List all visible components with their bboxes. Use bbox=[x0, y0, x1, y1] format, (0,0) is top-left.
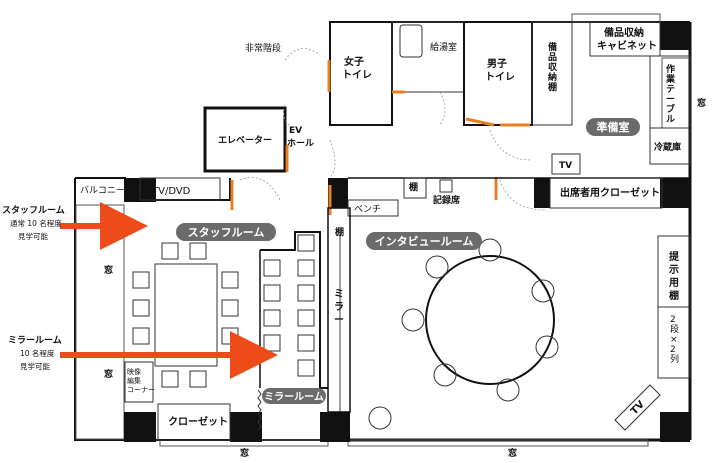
mirror-room-pill: ミラールーム bbox=[262, 388, 326, 404]
svg-text:編集: 編集 bbox=[127, 376, 141, 385]
middle-row bbox=[139, 177, 690, 217]
display-shelf-spec: 2 段 × 2 列 bbox=[670, 315, 679, 365]
interview-table bbox=[368, 235, 691, 431]
svg-text:作: 作 bbox=[666, 63, 675, 75]
cabinet-label-1: 備品収納 bbox=[604, 26, 644, 39]
left-shelf-label: 棚 bbox=[335, 226, 344, 238]
svg-text:備: 備 bbox=[548, 41, 557, 53]
svg-text:映像: 映像 bbox=[127, 367, 141, 376]
women-toilet-label-2: トイレ bbox=[342, 69, 372, 81]
small-shelf-label: 棚 bbox=[409, 181, 418, 193]
svg-text:コーナー: コーナー bbox=[127, 386, 155, 394]
prep-tv-label: TV bbox=[559, 161, 572, 171]
window-left-1-label: 窓 bbox=[104, 264, 113, 276]
window-left-2-label: 窓 bbox=[104, 368, 113, 380]
cabinet-label-2: キャビネット bbox=[597, 39, 657, 52]
guest-closet-label: 出席者用クローゼット bbox=[560, 186, 660, 199]
work-table-label: 作 業 テ ー ブ ル bbox=[665, 63, 676, 125]
closet-label: クローゼット bbox=[168, 415, 228, 428]
mirror-room-label: ミラールーム bbox=[264, 391, 324, 403]
svg-text:納: 納 bbox=[548, 71, 557, 83]
svg-text:収: 収 bbox=[548, 61, 558, 73]
arrows bbox=[60, 202, 278, 379]
tv-dvd-label: TV/DVD bbox=[151, 186, 191, 197]
prep-room-pill: 準備室 bbox=[586, 118, 640, 136]
svg-text:品: 品 bbox=[548, 52, 557, 63]
svg-text:ブ: ブ bbox=[666, 103, 675, 115]
elevator-label: エレベーター bbox=[218, 134, 272, 146]
svg-text:示: 示 bbox=[669, 264, 679, 276]
svg-text:提: 提 bbox=[669, 250, 680, 263]
svg-text:テ: テ bbox=[666, 84, 675, 95]
interview-room-label: インタビュールーム bbox=[375, 234, 474, 248]
staff-room-label: スタッフルーム bbox=[188, 226, 265, 239]
svg-text:ー: ー bbox=[334, 315, 344, 326]
fridge-label: 冷蔵庫 bbox=[654, 141, 681, 153]
building-outline bbox=[74, 13, 692, 447]
staff-note-3: 見学可能 bbox=[18, 231, 48, 241]
window-right-label: 窓 bbox=[697, 97, 706, 109]
storage-shelf-label: 備 品 収 納 棚 bbox=[548, 41, 558, 93]
svg-text:棚: 棚 bbox=[548, 81, 557, 93]
svg-text:用: 用 bbox=[668, 277, 679, 289]
emergency-stairs-label: 非常階段 bbox=[245, 42, 281, 54]
window-bottom-2-label: 窓 bbox=[508, 447, 517, 459]
svg-text:×: × bbox=[670, 335, 678, 345]
men-toilet-label-1: 男子 bbox=[487, 58, 507, 70]
svg-text:ー: ー bbox=[666, 95, 675, 105]
video-corner-label: 映像 編集 コーナー bbox=[127, 367, 155, 394]
svg-text:2: 2 bbox=[670, 315, 676, 325]
labels: 非常階段 女子 トイレ 給湯室 男子 トイレ 備 品 収 納 棚 備品収納 キャ… bbox=[2, 26, 706, 459]
svg-text:段: 段 bbox=[670, 323, 679, 335]
balcony-label: バルコニー bbox=[80, 185, 125, 196]
svg-text:業: 業 bbox=[665, 73, 676, 85]
svg-text:棚: 棚 bbox=[669, 289, 679, 302]
svg-text:ラ: ラ bbox=[334, 301, 344, 313]
svg-text:2: 2 bbox=[670, 345, 676, 355]
prep-room-label: 準備室 bbox=[597, 120, 630, 134]
window-bottom-1-label: 窓 bbox=[240, 447, 249, 459]
interview-room-pill: インタビュールーム bbox=[366, 232, 482, 250]
recorder-seat-label: 記録席 bbox=[433, 194, 460, 206]
mirror-wall-label: ミ ラ ー bbox=[334, 288, 344, 326]
mirror-note-2: 10 名程度 bbox=[20, 348, 55, 358]
tv-corner-label: TV bbox=[629, 399, 647, 417]
mirror-note-3: 見学可能 bbox=[20, 361, 50, 371]
ev-hall-label-1: EV bbox=[289, 126, 302, 136]
staff-room-pill: スタッフルーム bbox=[176, 223, 276, 241]
mirror-note-1: ミラールーム bbox=[8, 335, 62, 346]
staff-note-1: スタッフルーム bbox=[2, 204, 65, 216]
staff-room-furniture bbox=[124, 242, 239, 441]
janitor-label: 給湯室 bbox=[430, 41, 457, 53]
display-shelf-label: 提 示 用 棚 bbox=[668, 250, 680, 302]
svg-text:ミ: ミ bbox=[334, 288, 344, 300]
bench-label: ベンチ bbox=[354, 204, 381, 215]
ev-hall-label-2: ホール bbox=[287, 138, 314, 149]
staff-note-2: 通常 10 名程度 bbox=[10, 218, 62, 228]
svg-text:列: 列 bbox=[670, 353, 679, 365]
men-toilet-label-2: トイレ bbox=[485, 71, 515, 83]
upper-block bbox=[203, 21, 691, 215]
svg-text:ル: ル bbox=[666, 114, 675, 125]
women-toilet-label-1: 女子 bbox=[344, 55, 364, 68]
